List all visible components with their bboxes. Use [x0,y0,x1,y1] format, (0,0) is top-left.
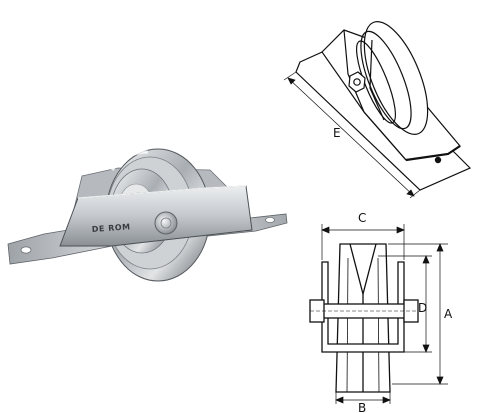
dimension-b [335,392,391,404]
dimension-d-label: D [418,301,427,315]
dimension-c-label: C [358,211,366,225]
dimension-a [388,243,448,385]
dimension-e-label: E [333,126,341,140]
front-view-u-bracket [321,261,405,353]
brand-stamp: DE ROM [92,222,131,234]
axle-bolt [154,211,178,235]
perspective-hex-nut [348,71,366,93]
perspective-wheel-outer [363,21,429,135]
dimension-e [283,71,421,199]
perspective-mount-hole [434,156,442,164]
perspective-drawing [295,21,472,191]
front-view-drawing [309,243,419,393]
product-photo: DE ROM [7,148,288,282]
dimension-c [321,224,405,260]
dimension-b-label: B [358,401,366,413]
dimension-d [378,255,432,353]
flange-hole-right [265,216,275,223]
flange-hole-left [20,246,32,254]
dimension-a-label: A [444,307,453,321]
